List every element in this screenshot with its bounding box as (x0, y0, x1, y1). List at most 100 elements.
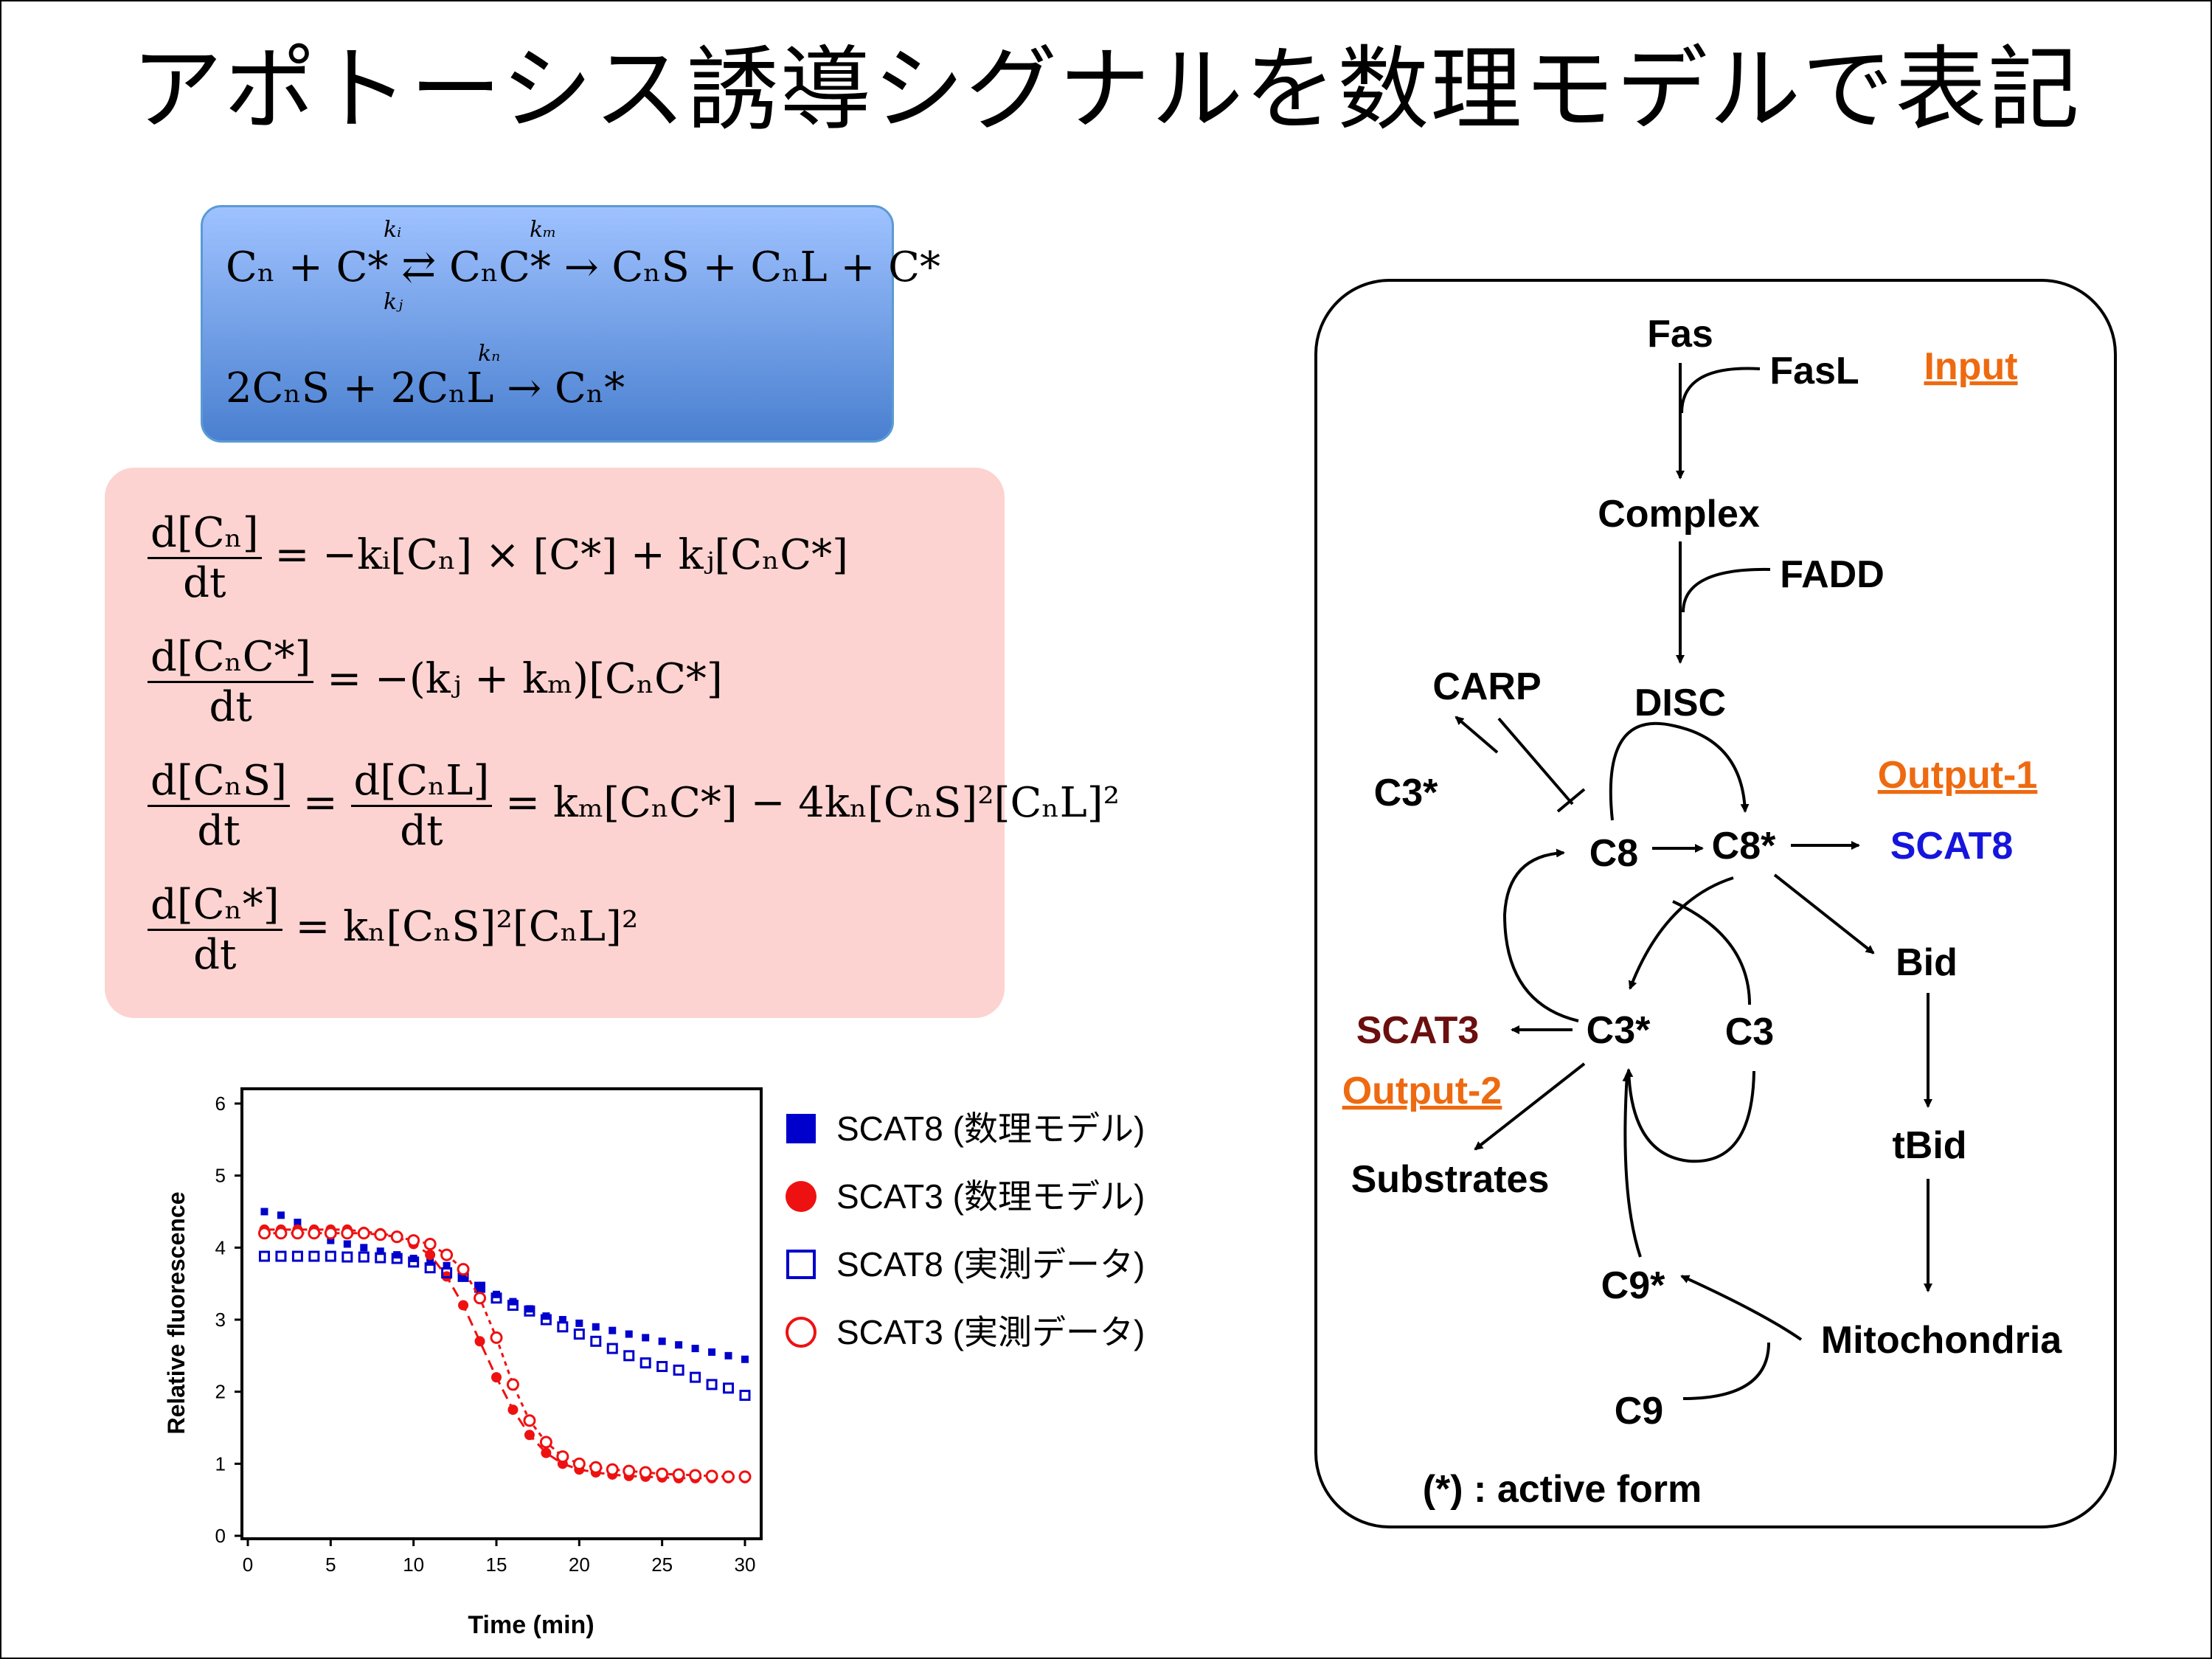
node-bid: Bid (1896, 941, 1958, 984)
ode-4-lhs: d[Cₙ*] dt (148, 881, 282, 979)
data-point-scat3-measured (440, 1248, 454, 1261)
data-point-scat8-measured (258, 1250, 270, 1262)
data-point-scat8-model (675, 1341, 683, 1349)
slide-title: アポトーシス誘導シグナルを数理モデルで表記 (131, 37, 2081, 143)
data-point-scat8-measured (557, 1321, 569, 1333)
data-point-scat8-model (343, 1240, 351, 1248)
data-point-scat3-measured (308, 1227, 321, 1240)
data-point-scat8-measured (606, 1343, 618, 1354)
legend-label: SCAT3 (数理モデル) (836, 1177, 1145, 1216)
ode-2-numerator: d[CₙC*] (148, 633, 314, 683)
ode-3-rhs: = kₘ[CₙC*] − 4kₙ[CₙS]²[CₙL]² (505, 779, 1120, 827)
ode-4-denominator: dt (193, 931, 237, 979)
data-point-scat8-measured (375, 1252, 386, 1264)
arrow-c8active-c3active (1628, 876, 1734, 990)
data-point-scat8-measured (656, 1360, 668, 1372)
ode-4-numerator: d[Cₙ*] (148, 881, 282, 931)
ode-1-rhs: = −kᵢ[Cₙ] × [C*] + kⱼ[CₙC*] (274, 531, 848, 579)
data-point-scat8-model (691, 1345, 699, 1353)
data-point-scat8-measured (325, 1250, 336, 1262)
data-point-scat8-measured (723, 1382, 735, 1394)
chart-marks (257, 1208, 752, 1483)
data-point-scat8-model (558, 1316, 566, 1323)
arrow-c9active-c3active (1622, 1073, 1642, 1258)
x-tick-label: 25 (651, 1554, 673, 1576)
node-complex: Complex (1598, 493, 1760, 536)
ode-system-box (105, 468, 1005, 1018)
x-tick-label: 20 (569, 1554, 590, 1576)
data-point-scat8-model (609, 1326, 617, 1334)
legend-label: SCAT3 (実測データ) (836, 1313, 1145, 1351)
data-point-scat3-model (541, 1447, 552, 1458)
y-tick-label: 4 (215, 1236, 226, 1258)
data-point-scat8-model (592, 1323, 600, 1331)
data-point-scat3-measured (572, 1457, 586, 1470)
ode-2-rhs: = −(kⱼ + kₘ)[CₙC*] (327, 655, 723, 703)
data-point-scat3-measured (672, 1468, 685, 1481)
data-point-scat3-measured (474, 1292, 487, 1305)
x-tick-label: 30 (735, 1554, 756, 1576)
legend-symbol-filled-circle (786, 1181, 817, 1212)
arrow-fasl-merge (1680, 367, 1761, 414)
data-point-scat3-measured (324, 1227, 337, 1240)
arrow-mitochondria-c9active (1680, 1275, 1803, 1341)
ode-1-denominator: dt (183, 559, 226, 607)
node-tbid: tBid (1892, 1124, 1966, 1167)
data-point-scat8-measured (474, 1281, 486, 1293)
data-point-scat3-measured (623, 1464, 636, 1478)
data-point-scat3-model (491, 1372, 502, 1383)
ode-3-denominator: dt (197, 807, 240, 855)
data-point-scat8-measured (341, 1251, 353, 1263)
data-point-scat3-measured (357, 1227, 370, 1240)
data-point-scat3-measured (506, 1378, 519, 1391)
ode-2: d[CₙC*] dt = −(kⱼ + kₘ)[CₙC*] (148, 633, 723, 731)
ode-3-mid-numerator: d[CₙL] (350, 757, 493, 807)
ode-4: d[Cₙ*] dt = kₙ[CₙS]²[CₙL]² (148, 881, 638, 979)
active-form-note: (*) : active form (1423, 1468, 1702, 1511)
data-point-scat8-measured (540, 1314, 552, 1326)
ode-3-lhs: d[CₙS] dt (148, 757, 290, 855)
node-mitochondria: Mitochondria (1821, 1319, 2063, 1362)
node-carp: CARP (1432, 665, 1541, 708)
data-point-scat3-measured (291, 1227, 304, 1240)
arrow-fadd-merge (1682, 567, 1771, 613)
x-axis-label: Time (min) (468, 1611, 594, 1639)
label-output-2: Output-2 (1342, 1070, 1502, 1112)
y-tick-label: 2 (215, 1381, 226, 1403)
y-tick-label: 5 (215, 1165, 226, 1187)
pathway-frame (1314, 279, 2117, 1528)
rate-constant-ki: kᵢ (384, 217, 402, 243)
data-point-scat8-measured (673, 1364, 684, 1376)
node-c8: C8 (1589, 832, 1638, 875)
data-point-scat8-measured (291, 1250, 303, 1262)
data-point-scat3-model (458, 1300, 469, 1311)
legend-symbol-open-square (786, 1250, 816, 1279)
x-tick-label: 0 (243, 1554, 253, 1576)
data-point-scat3-model (524, 1430, 535, 1441)
ode-2-lhs: d[CₙC*] dt (148, 633, 314, 731)
ode-4-rhs: = kₙ[CₙS]²[CₙL]² (295, 903, 639, 951)
legend-symbol-open-circle (786, 1317, 817, 1348)
data-point-scat8-measured (590, 1335, 602, 1347)
data-point-scat3-model (507, 1405, 519, 1416)
reaction-line-2: 2CₙS + 2CₙL → Cₙ* (226, 364, 625, 412)
arrow-c9-merge (1682, 1342, 1770, 1400)
x-tick-label: 15 (486, 1554, 507, 1576)
data-point-scat3-model (474, 1336, 485, 1347)
node-fadd: FADD (1780, 553, 1885, 596)
data-point-scat8-measured (706, 1379, 718, 1390)
node-c8-active: C8* (1712, 825, 1776, 867)
data-point-scat3-model (425, 1250, 436, 1261)
ode-1-lhs: d[Cₙ] dt (148, 509, 262, 607)
arrow-c3active-substrates (1474, 1062, 1586, 1151)
ode-1: d[Cₙ] dt = −kᵢ[Cₙ] × [C*] + kⱼ[CₙC*] (148, 509, 848, 607)
data-point-scat8-model (376, 1247, 384, 1255)
label-output-1: Output-1 (1878, 754, 2038, 797)
ode-3-mid: d[CₙL] dt (350, 757, 493, 855)
legend-label: SCAT8 (数理モデル) (836, 1109, 1145, 1148)
node-disc: DISC (1634, 682, 1726, 724)
y-axis-label: Relative fluorescence (163, 1191, 190, 1434)
